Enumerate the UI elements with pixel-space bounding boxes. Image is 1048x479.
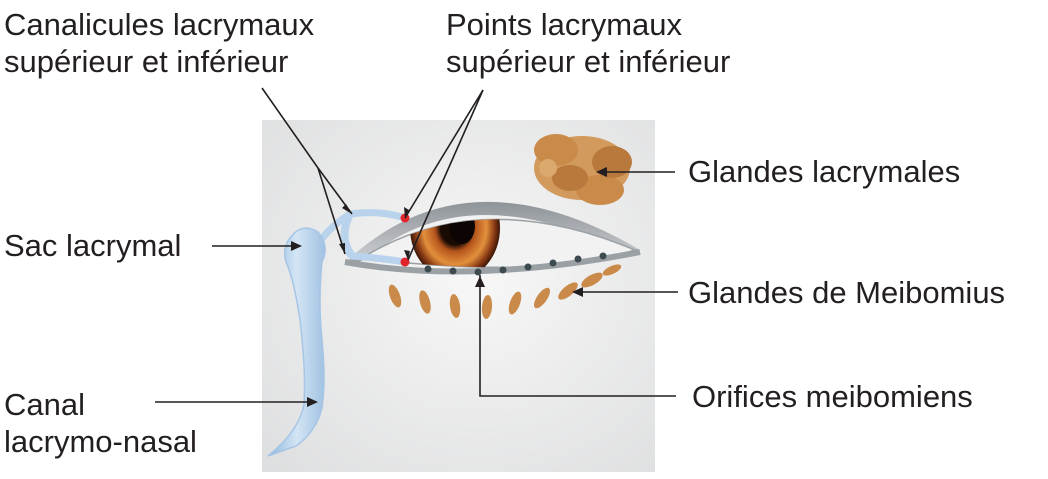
label-sac-lacrymal-text: Sac lacrymal: [4, 228, 182, 263]
label-canal-line1: Canal: [4, 387, 85, 422]
label-glandes-de-meibomius: Glandes de Meibomius: [688, 274, 1005, 311]
pupil: [449, 219, 475, 244]
leader-canalicules-b: [317, 167, 346, 255]
label-canal-line2: lacrymo-nasal: [4, 424, 197, 459]
upper-eyelid: [350, 201, 640, 258]
label-canal-lacrymo-nasal: Canal lacrymo-nasal: [4, 386, 197, 460]
label-orifices-text: Orifices meibomiens: [692, 379, 973, 414]
leader-arrowheads: [291, 167, 607, 407]
label-sac-lacrymal: Sac lacrymal: [4, 227, 181, 264]
label-canalicules-line1: Canalicules lacrymaux: [4, 7, 315, 42]
label-points-lacrymaux: Points lacrymaux supérieur et inférieur: [446, 6, 730, 80]
label-glandes-meibomius-text: Glandes de Meibomius: [688, 275, 1006, 310]
lacrimal-gland: [534, 134, 632, 205]
label-orifices-meibomiens: Orifices meibomiens: [692, 378, 973, 415]
label-glandes-lacrymales-text: Glandes lacrymales: [688, 154, 961, 189]
meibomian-glands: [388, 264, 622, 319]
label-glandes-lacrymales: Glandes lacrymales: [688, 153, 960, 190]
label-canalicules-lacrymaux: Canalicules lacrymaux supérieur et infér…: [4, 6, 314, 80]
leader-lines: [155, 87, 678, 403]
meibomian-orifices: [424, 252, 607, 276]
lacrimal-point-inferior: [400, 257, 410, 267]
label-points-line1: Points lacrymaux: [446, 7, 683, 42]
leader-orifices: [479, 275, 676, 397]
leader-points-b: [407, 89, 484, 261]
label-canalicules-line2: supérieur et inférieur: [4, 44, 289, 79]
leader-points-a: [404, 89, 484, 219]
label-points-line2: supérieur et inférieur: [446, 44, 731, 79]
